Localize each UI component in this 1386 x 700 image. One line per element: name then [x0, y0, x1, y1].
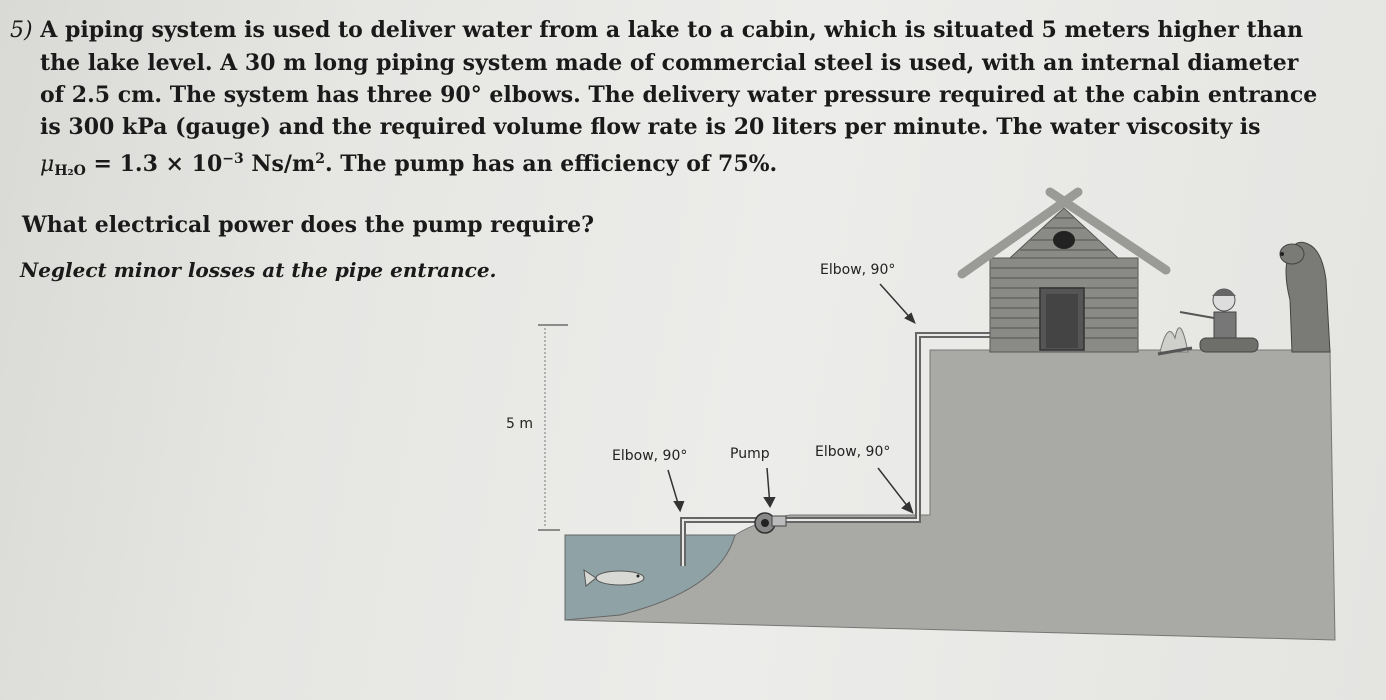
- viscosity-symbol: μ: [40, 152, 55, 177]
- elbow-left-label: Elbow, 90°: [612, 448, 687, 464]
- pump-icon: [754, 512, 787, 534]
- viscosity-exponent: −3: [222, 151, 244, 167]
- problem-line-5: μH₂O = 1.3 × 10−3 Ns/m2. The pump has an…: [10, 143, 1330, 187]
- problem-line-3: of 2.5 cm. The system has three 90° elbo…: [40, 82, 1318, 108]
- viscosity-value: = 1.3 × 10: [85, 151, 223, 177]
- bear-icon: [1279, 241, 1331, 353]
- elbow-top-label: Elbow, 90°: [820, 262, 895, 278]
- note-text: Neglect minor losses at the pipe entranc…: [20, 258, 497, 282]
- height-label: 5 m: [506, 416, 533, 432]
- viscosity-units: Ns/m: [243, 151, 316, 177]
- elbow-right-label: Elbow, 90°: [815, 444, 890, 460]
- pump-label: Pump: [730, 446, 770, 462]
- problem-number: 5): [10, 18, 33, 43]
- problem-line-2: the lake level. A 30 m long piping syste…: [40, 50, 1299, 76]
- hill-ground: [564, 349, 1336, 641]
- viscosity-subscript: H₂O: [54, 163, 86, 179]
- problem-statement: 5) A piping system is used to deliver wa…: [10, 14, 1330, 187]
- viscosity-units-exponent: 2: [315, 151, 325, 167]
- camper-icon: [1179, 288, 1259, 353]
- problem-line-4: is 300 kPa (gauge) and the required volu…: [40, 114, 1261, 140]
- problem-text-1: A piping system is used to deliver water…: [40, 17, 1303, 43]
- problem-line-1: 5) A piping system is used to deliver wa…: [10, 14, 1330, 47]
- fish-icon: [583, 568, 645, 587]
- problem-text-5: . The pump has an efficiency of 75%.: [324, 151, 778, 177]
- lake: [564, 534, 736, 621]
- question-text: What electrical power does the pump requ…: [22, 212, 594, 238]
- cabin-icon: [957, 187, 1171, 353]
- height-dimension: [538, 324, 568, 531]
- campfire-icon: [1157, 327, 1193, 356]
